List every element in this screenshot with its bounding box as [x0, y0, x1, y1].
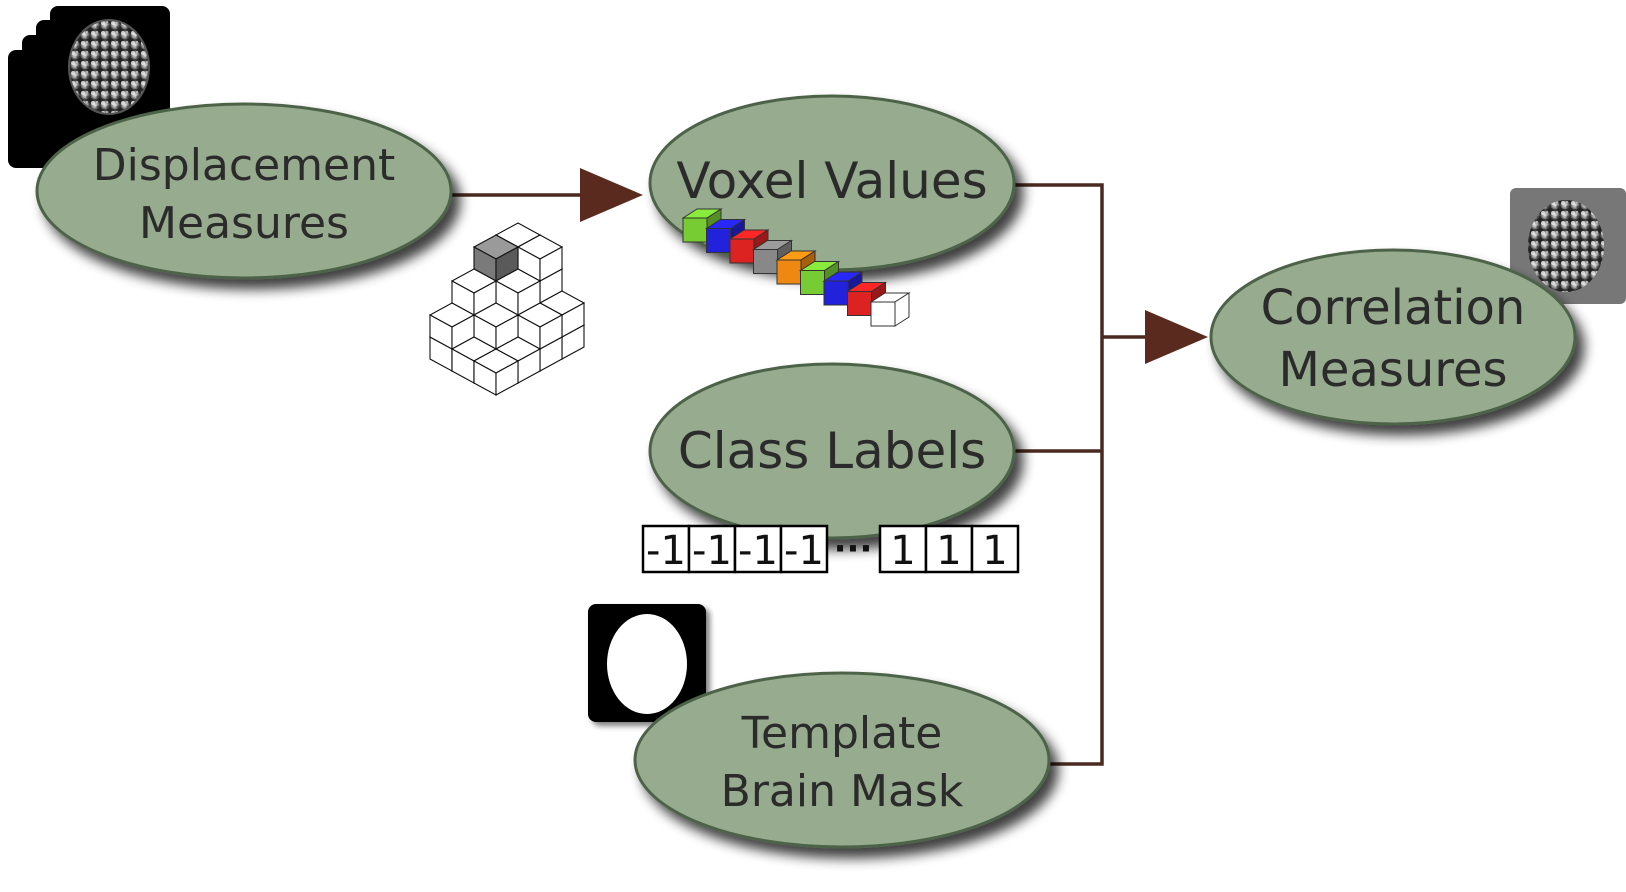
class-label-cell: -1	[646, 528, 686, 574]
correlation-title-line2: Measures	[1278, 342, 1507, 398]
class-label-cell: -1	[784, 528, 824, 574]
voxel-cube	[847, 291, 872, 316]
class-label-cell: -1	[738, 528, 778, 574]
class-label-cell: 1	[890, 528, 915, 574]
voxel-cube	[753, 249, 778, 274]
voxel-cube-stack-icon	[428, 222, 586, 396]
arrow-head-to-correlation	[1145, 310, 1208, 364]
class-label-ellipsis: ···	[834, 529, 873, 569]
node-template-brain-mask: Template Brain Mask	[633, 671, 1051, 849]
template-title-line1: Template	[741, 708, 943, 759]
stack-cube-face	[539, 314, 563, 350]
voxel-cube	[870, 301, 896, 327]
connector-lines	[452, 183, 1150, 766]
voxel-cube	[823, 280, 849, 306]
correlation-title-line1: Correlation	[1261, 280, 1526, 336]
class-label-vector: -1 -1 -1 -1 ··· 1 1 1	[641, 524, 1020, 574]
stack-cube-face	[495, 360, 519, 396]
node-displacement-measures: Displacement Measures	[35, 102, 453, 280]
correlation-map-icon	[1510, 188, 1626, 304]
displacement-title-line1: Displacement	[93, 140, 395, 191]
arrow-head-to-voxel	[580, 168, 643, 222]
node-correlation-measures: Correlation Measures	[1209, 248, 1577, 426]
brain-mask-icon	[588, 604, 706, 722]
node-class-labels: Class Labels	[648, 362, 1016, 540]
displacement-title-line2: Measures	[139, 198, 349, 249]
voxel-cube	[776, 259, 802, 285]
class-labels-title: Class Labels	[678, 422, 986, 480]
class-label-cell: 1	[982, 528, 1007, 574]
class-label-cell: -1	[692, 528, 732, 574]
node-voxel-values: Voxel Values	[648, 94, 1016, 272]
voxel-cube	[706, 228, 731, 253]
voxel-cube	[682, 217, 708, 243]
stack-cube-face	[539, 246, 563, 282]
class-label-cell: 1	[936, 528, 961, 574]
template-title-line2: Brain Mask	[721, 766, 964, 817]
voxel-values-title: Voxel Values	[676, 152, 987, 210]
voxel-cube	[800, 270, 825, 295]
voxel-value-vector	[681, 208, 911, 327]
voxel-cube	[729, 238, 755, 264]
